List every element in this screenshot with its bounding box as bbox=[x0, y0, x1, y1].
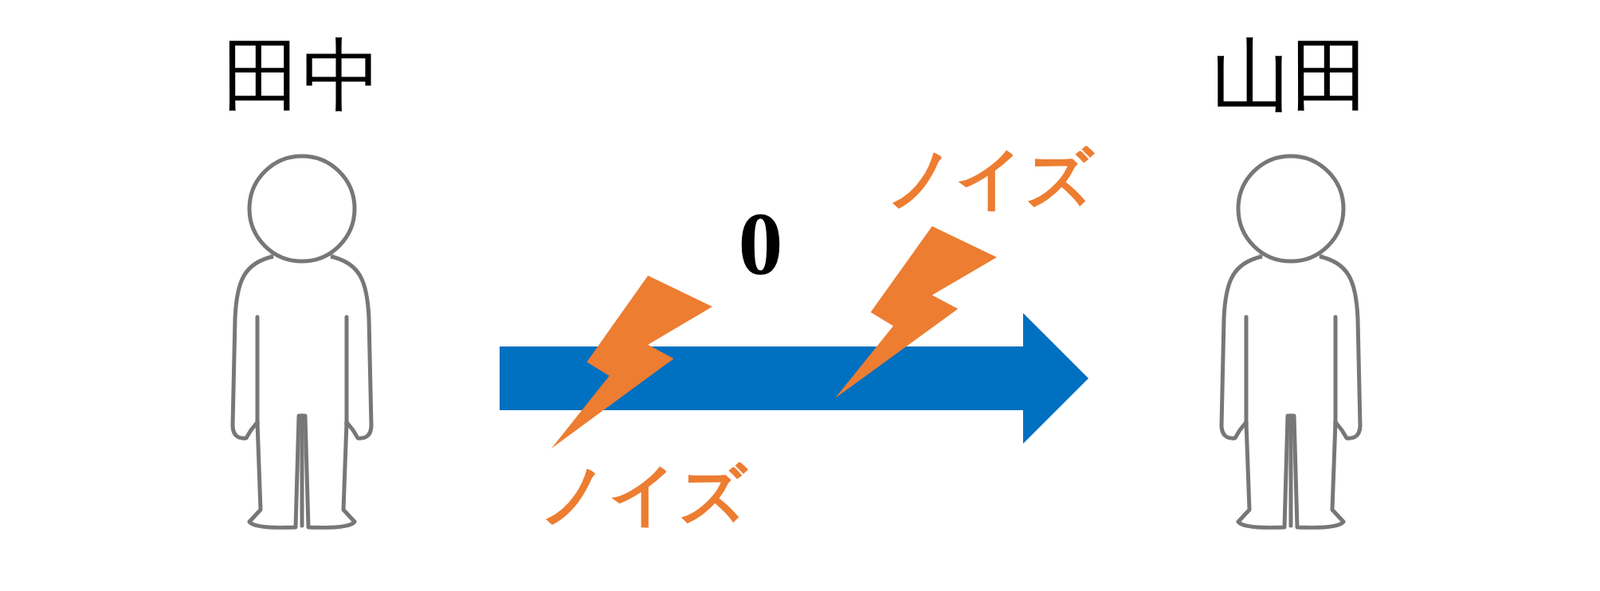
noise-label: ノイズ bbox=[539, 457, 748, 533]
noise-label: ノイズ bbox=[886, 141, 1095, 216]
noise-bolt bbox=[835, 226, 997, 399]
noise-bolt bbox=[551, 275, 713, 449]
person-name: 田中 bbox=[104, 31, 500, 120]
person-figure bbox=[232, 156, 372, 528]
person-name: 山田 bbox=[1088, 31, 1494, 120]
signal-value: 0 bbox=[738, 195, 784, 294]
person-figure bbox=[1221, 156, 1361, 528]
person-node: 田中 bbox=[104, 31, 500, 542]
person-node: 山田 bbox=[1088, 31, 1494, 542]
block-arrow bbox=[499, 313, 1089, 444]
